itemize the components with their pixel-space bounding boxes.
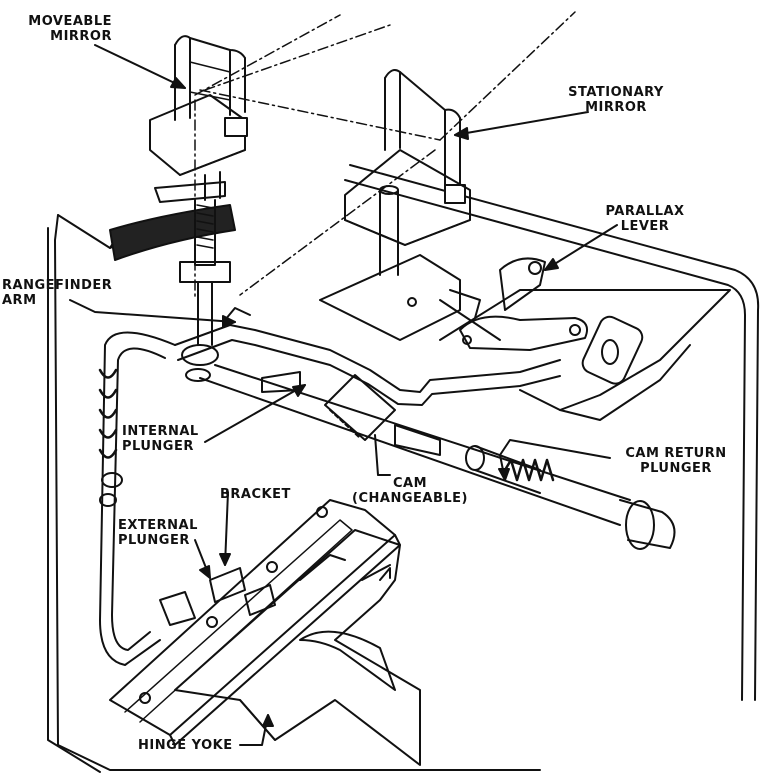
leader-lines [69, 44, 618, 746]
label-bracket: BRACKET [220, 487, 291, 502]
label-stationary-mirror: STATIONARY MIRROR [568, 85, 664, 115]
cam-return-spring [465, 445, 555, 494]
hinge-yoke [174, 529, 421, 766]
strap-slab [109, 204, 236, 261]
moveable-mirror-assembly [149, 35, 248, 346]
label-moveable-mirror: MOVEABLE MIRROR [28, 14, 112, 44]
rangefinder-arm [174, 307, 561, 406]
label-cam-return-plunger: CAM RETURN PLUNGER [625, 446, 727, 476]
label-cam: CAM (CHANGEABLE) [352, 476, 468, 506]
label-internal-plunger: INTERNAL PLUNGER [122, 424, 199, 454]
cam-changeable [324, 374, 441, 476]
label-rangefinder-arm: RANGEFINDER ARM [2, 278, 113, 308]
label-hinge-yoke: HINGE YOKE [138, 738, 233, 753]
light-paths [194, 11, 576, 301]
parallax-lever [439, 257, 588, 351]
connector-pipe [98, 331, 196, 666]
label-external-plunger: EXTERNAL PLUNGER [118, 518, 198, 548]
plunger-tube [199, 364, 676, 550]
parallax-plate [439, 289, 731, 421]
label-parallax-lever: PARALLAX LEVER [605, 204, 685, 234]
stationary-mirror-assembly [319, 69, 471, 341]
